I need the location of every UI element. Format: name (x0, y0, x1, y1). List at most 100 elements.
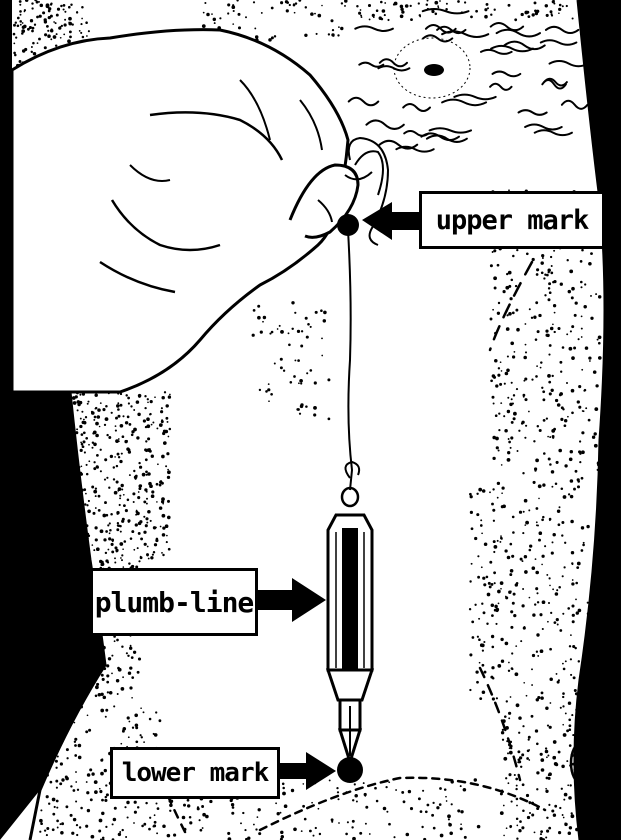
stipple-dot (531, 813, 534, 816)
stipple-dot (169, 394, 171, 396)
stipple-dot (13, 33, 16, 36)
stipple-dot (74, 722, 76, 724)
stipple-dot (154, 543, 157, 546)
stipple-dot (557, 509, 560, 512)
stipple-dot (238, 26, 241, 29)
stipple-dot (72, 448, 74, 450)
stipple-dot (575, 301, 578, 304)
stipple-dot (65, 777, 69, 781)
stipple-dot (311, 802, 313, 804)
stipple-dot (94, 790, 98, 794)
stipple-dot (575, 599, 577, 601)
stipple-dot (81, 18, 83, 20)
stipple-dot (100, 470, 102, 472)
stipple-dot (87, 509, 91, 513)
stipple-dot (553, 304, 556, 307)
stipple-dot (492, 677, 495, 680)
stipple-dot (109, 522, 111, 524)
stipple-dot (373, 16, 375, 18)
stipple-dot (524, 499, 528, 503)
stipple-dot (557, 403, 561, 407)
stipple-dot (514, 351, 516, 353)
stipple-dot (100, 449, 102, 451)
stipple-dot (521, 826, 524, 829)
stipple-dot (143, 419, 146, 422)
stipple-dot (508, 4, 511, 7)
stipple-dot (137, 413, 140, 416)
stipple-dot (119, 495, 121, 497)
stipple-dot (569, 457, 573, 461)
stipple-dot (148, 828, 151, 831)
stipple-dot (116, 528, 119, 531)
stipple-dot (145, 517, 148, 520)
stipple-dot (121, 554, 123, 556)
stipple-dot (490, 264, 493, 267)
stipple-dot (529, 812, 531, 814)
stipple-dot (19, 0, 22, 3)
stipple-dot (114, 807, 117, 810)
stipple-dot (110, 513, 113, 516)
stipple-dot (338, 822, 340, 824)
stipple-dot (107, 524, 109, 526)
stipple-dot (559, 506, 561, 508)
stipple-dot (526, 757, 529, 760)
stipple-dot (534, 1, 537, 4)
stipple-dot (481, 532, 483, 534)
stipple-dot (498, 429, 500, 431)
stipple-dot (70, 497, 72, 499)
stipple-dot (155, 527, 157, 529)
stipple-dot (74, 741, 76, 743)
stipple-dot (566, 760, 568, 762)
stipple-dot (127, 416, 130, 419)
stipple-dot (57, 707, 59, 709)
stipple-dot (551, 552, 554, 555)
stipple-dot (401, 10, 404, 13)
stipple-dot (46, 774, 49, 777)
stipple-dot (232, 23, 234, 25)
stipple-dot (121, 489, 123, 491)
stipple-dot (495, 414, 498, 417)
stipple-dot (91, 447, 93, 449)
stipple-dot (85, 730, 88, 733)
stipple-dot (47, 718, 49, 720)
stipple-dot (529, 549, 532, 552)
stipple-dot (506, 827, 508, 829)
stipple-dot (336, 787, 338, 789)
stipple-dot (146, 491, 148, 493)
stipple-dot (129, 474, 131, 476)
stipple-dot (77, 409, 79, 411)
stipple-dot (144, 395, 146, 397)
stipple-dot (17, 17, 20, 20)
stipple-dot (490, 318, 493, 321)
stipple-dot (365, 823, 367, 825)
stipple-dot (19, 10, 22, 13)
stipple-dot (115, 417, 118, 420)
stipple-dot (75, 800, 77, 802)
stipple-dot (147, 546, 149, 548)
stipple-dot (87, 403, 89, 405)
stipple-dot (406, 833, 410, 837)
stipple-dot (547, 269, 550, 272)
stipple-dot (301, 830, 303, 832)
stipple-dot (136, 400, 140, 404)
stipple-dot (553, 740, 557, 744)
stipple-dot (533, 440, 535, 442)
stipple-dot (88, 30, 90, 32)
stipple-dot (91, 486, 94, 489)
stipple-dot (541, 387, 543, 389)
stipple-dot (510, 297, 513, 300)
stipple-dot (569, 347, 573, 351)
stipple-dot (552, 323, 554, 325)
stipple-dot (571, 714, 573, 716)
stipple-dot (93, 512, 96, 515)
stipple-dot (211, 13, 213, 15)
stipple-dot (512, 255, 515, 258)
stipple-dot (564, 419, 567, 422)
stipple-dot (55, 22, 57, 24)
stipple-dot (560, 418, 563, 421)
stipple-dot (491, 635, 494, 638)
stipple-dot (491, 603, 495, 607)
stipple-dot (488, 582, 491, 585)
stipple-dot (511, 398, 513, 400)
stipple-dot (95, 434, 99, 438)
